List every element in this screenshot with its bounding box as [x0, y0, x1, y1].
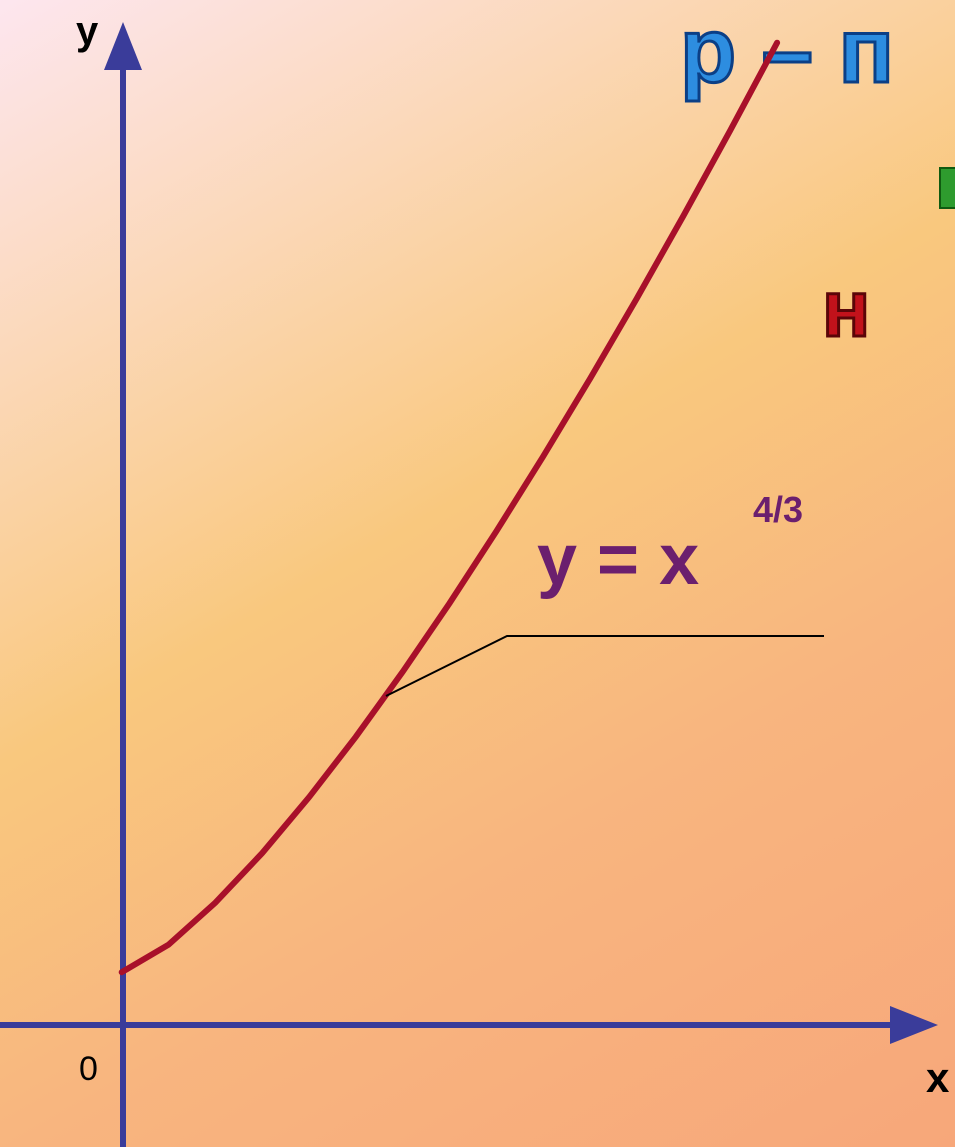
y-axis-label: y: [76, 9, 99, 53]
function-curve: [118, 39, 781, 976]
x-axis-label: x: [926, 1054, 950, 1101]
y-axis-arrow-icon: [104, 22, 142, 70]
equation-exponent: 4/3: [753, 489, 803, 530]
equation-base: y = x: [537, 520, 699, 600]
x-axis-arrow-icon: [890, 1006, 938, 1044]
title-fragment-green-block: [939, 167, 955, 209]
origin-label: 0: [79, 1050, 98, 1088]
equation-leader-line: [385, 635, 824, 697]
title-fragment-line2: н: [822, 264, 870, 353]
title-fragment-line1: p – п: [680, 0, 894, 102]
